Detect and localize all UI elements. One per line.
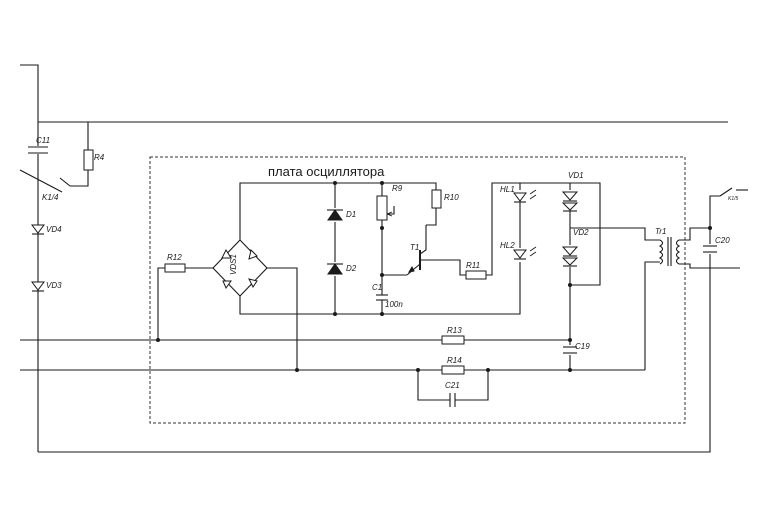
capacitor-c11: C11 [28, 136, 50, 154]
diode-vd2: VD2 [561, 228, 589, 267]
capacitor-c1: C1 100n [372, 228, 403, 316]
label-c1: C1 [372, 283, 382, 292]
trimmer-r9: R9 [376, 181, 403, 230]
switch-k1: K1/5 [719, 187, 748, 202]
label-d1: D1 [346, 210, 356, 219]
resistor-r11: R11 [465, 182, 521, 280]
wire-to-transformer [520, 182, 660, 241]
label-r13: R13 [447, 326, 462, 335]
label-c1-value: 100n [385, 300, 403, 309]
label-k1-4: K1/4 [42, 193, 59, 202]
label-r9: R9 [392, 184, 403, 193]
capacitor-c19: C19 [562, 338, 590, 372]
bridge-vds1: VDS1 [212, 182, 521, 372]
left-bus [20, 64, 728, 453]
label-tr1: Tr1 [655, 227, 666, 236]
resistor-r12: R12 [156, 253, 213, 342]
diode-d2: D2 [326, 262, 357, 316]
transformer-tr1: Tr1 [655, 227, 740, 269]
diode-vd4: VD4 [31, 224, 62, 235]
label-r4: R4 [94, 153, 105, 162]
resistor-r14: R14 [416, 356, 490, 375]
label-c19: C19 [575, 342, 590, 351]
label-vd2: VD2 [573, 228, 589, 237]
wire-vd-low [570, 228, 601, 286]
label-switch: K1/5 [728, 196, 739, 202]
label-c11: C11 [36, 136, 50, 145]
transistor-t1: T1 [380, 225, 466, 277]
diode-vd3: VD3 [31, 281, 62, 292]
resistor-r13: R13 [441, 326, 465, 345]
label-r14: R14 [447, 356, 462, 365]
oscillator-board-border [149, 156, 686, 424]
diode-d1: D1 [326, 181, 356, 314]
label-hl2: HL2 [500, 241, 515, 250]
label-c21: C21 [445, 381, 460, 390]
label-c20: C20 [715, 236, 730, 245]
resistor-r4: R4 [38, 121, 105, 187]
lower-rails [20, 261, 660, 371]
label-r11: R11 [466, 261, 480, 270]
contact-k1-4: K1/4 [19, 169, 71, 202]
label-vd3: VD3 [46, 281, 62, 290]
led-hl2: HL2 [500, 241, 537, 260]
resistor-r10: R10 [426, 189, 459, 226]
label-r10: R10 [444, 193, 459, 202]
label-vd1: VD1 [568, 171, 584, 180]
label-vds1: VDS1 [229, 254, 238, 275]
led-hl1: HL1 [500, 185, 537, 248]
board-title: плата осциллятора [268, 164, 385, 179]
label-d2: D2 [346, 264, 357, 273]
label-hl1: HL1 [500, 185, 515, 194]
label-t1: T1 [410, 243, 419, 252]
capacitor-c21: C21 [417, 370, 489, 407]
label-vd4: VD4 [46, 225, 62, 234]
label-r12: R12 [167, 253, 182, 262]
capacitor-c20: C20 [703, 226, 730, 254]
